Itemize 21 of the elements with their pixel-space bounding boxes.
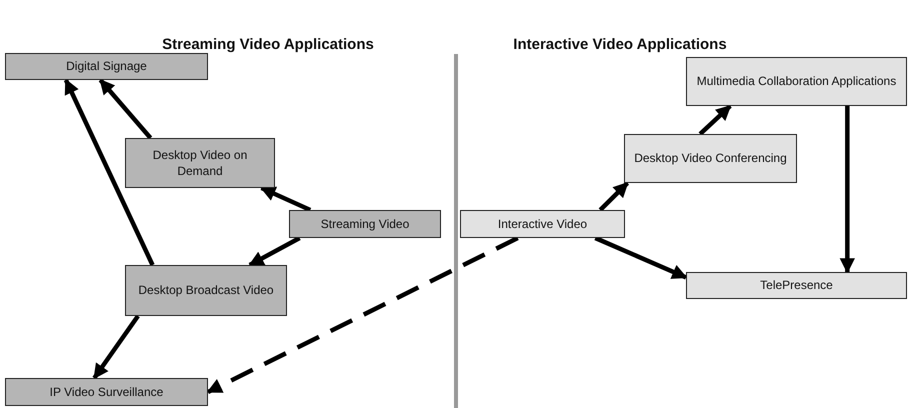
application-box: IP Video Surveillance bbox=[5, 378, 208, 406]
application-box: Streaming Video bbox=[289, 210, 441, 238]
arrow bbox=[698, 104, 732, 136]
arrow bbox=[248, 236, 301, 267]
application-box: Interactive Video bbox=[460, 210, 625, 238]
arrow bbox=[594, 236, 688, 280]
arrow bbox=[92, 314, 140, 380]
application-box: Digital Signage bbox=[5, 53, 208, 80]
arrow bbox=[98, 78, 152, 140]
arrow bbox=[64, 78, 155, 266]
arrow bbox=[598, 181, 630, 212]
section-heading: Streaming Video Applications bbox=[162, 36, 374, 53]
arrow bbox=[260, 186, 312, 212]
application-box: Multimedia Collaboration Applications bbox=[686, 57, 907, 106]
application-box: Desktop Broadcast Video bbox=[125, 265, 287, 316]
arrow bbox=[206, 236, 519, 394]
arrow bbox=[840, 106, 855, 274]
application-box: TelePresence bbox=[686, 272, 907, 299]
application-box: Desktop Video on Demand bbox=[125, 138, 275, 188]
section-heading: Interactive Video Applications bbox=[513, 36, 727, 53]
application-box: Desktop Video Conferencing bbox=[624, 134, 797, 183]
